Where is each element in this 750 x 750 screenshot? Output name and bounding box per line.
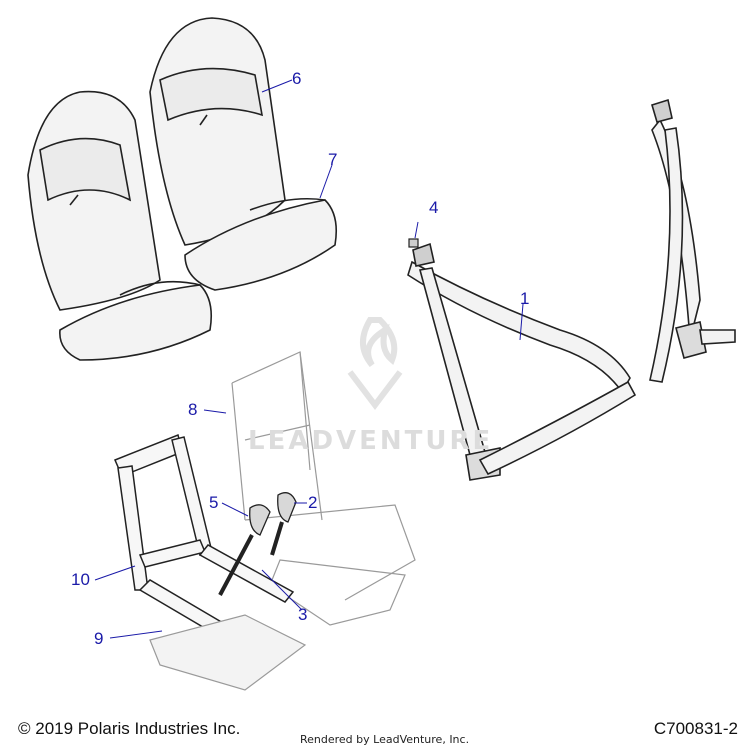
callout-5[interactable]: 5 bbox=[209, 493, 219, 512]
seat-belt bbox=[407, 98, 736, 481]
rendered-by-text: Rendered by LeadVenture, Inc. bbox=[300, 733, 470, 746]
nut-part bbox=[408, 238, 419, 248]
callout-9[interactable]: 9 bbox=[94, 629, 104, 648]
callout-3[interactable]: 3 bbox=[298, 605, 308, 624]
callout-2[interactable]: 2 bbox=[308, 493, 318, 512]
watermark-logo bbox=[347, 317, 403, 410]
callout-6[interactable]: 6 bbox=[292, 69, 302, 88]
leader-lines bbox=[94, 79, 524, 639]
callout-1[interactable]: 1 bbox=[520, 289, 530, 308]
diagram-id: C700831-2 bbox=[653, 719, 738, 738]
seat-frame bbox=[114, 433, 295, 641]
base-plate bbox=[149, 614, 307, 691]
watermark-text: LEADVENTURE bbox=[248, 426, 494, 456]
callout-8[interactable]: 8 bbox=[188, 400, 198, 419]
callout-4[interactable]: 4 bbox=[429, 198, 439, 217]
buckle-left bbox=[218, 504, 271, 596]
callout-7[interactable]: 7 bbox=[328, 150, 338, 169]
buckle-right bbox=[270, 492, 297, 556]
callout-10[interactable]: 10 bbox=[71, 570, 90, 589]
copyright-text: © 2019 Polaris Industries Inc. bbox=[18, 719, 241, 738]
seat-right bbox=[149, 17, 338, 291]
seat-left bbox=[27, 90, 213, 361]
